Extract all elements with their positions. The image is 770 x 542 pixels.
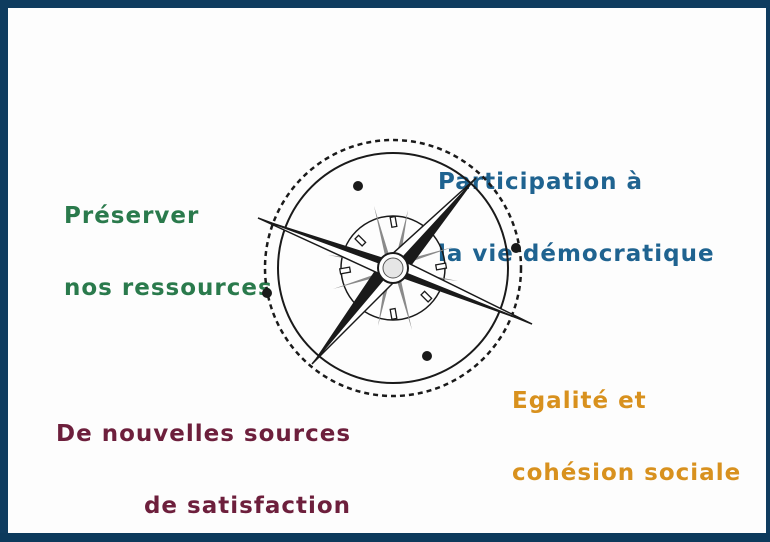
label-sources-line-1: De nouvelles sources xyxy=(56,421,352,447)
label-nouvelles-sources: De nouvelles sources de satisfaction xyxy=(56,374,351,542)
compass-center-cap xyxy=(382,257,404,279)
compass-ring-dot xyxy=(511,243,521,253)
label-egalite-line-2: cohésion sociale xyxy=(512,460,742,486)
label-preserver-ressources: Préserver nos ressources xyxy=(64,156,273,324)
label-ressources-line-2: nos ressources xyxy=(64,275,273,301)
label-participation: Participation à la vie démocratique xyxy=(438,122,715,290)
compass-ring-dot xyxy=(422,351,432,361)
compass-outer-dashed-ring xyxy=(263,138,523,398)
label-participation-line-2: la vie démocratique xyxy=(438,241,715,267)
compass-inner-ring xyxy=(277,152,509,384)
label-egalite-line-1: Egalité et xyxy=(512,388,647,414)
compass-ring-dot xyxy=(353,181,363,191)
label-participation-line-1: Participation à xyxy=(438,169,644,195)
compass-ring-dot xyxy=(262,288,272,298)
label-egalite-cohesion: Egalité et cohésion sociale xyxy=(512,341,741,509)
label-sources-line-2: de satisfaction xyxy=(143,493,352,519)
label-ressources-line-1: Préserver xyxy=(64,203,200,229)
compass-main-star xyxy=(257,177,533,365)
